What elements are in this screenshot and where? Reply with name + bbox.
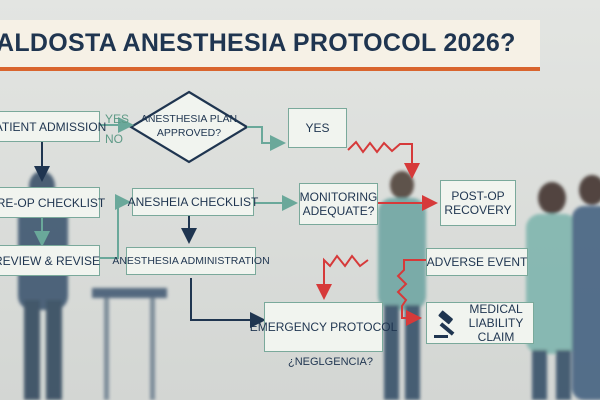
title-banner: ALDOSTA ANESTHESIA PROTOCOL 2026? [0, 20, 540, 70]
node-patient-admission: PATIENT ADMISSION [0, 111, 106, 142]
node-post-op-label: POST-OP RECOVERY [444, 189, 512, 217]
decision-diamond [128, 90, 250, 164]
node-anesthesia-checklist-label: ANESHEIA CHECKLIST [127, 195, 259, 209]
node-review-revise-label: REVIEW & REVISE [0, 253, 101, 268]
node-anesthesia-administration-label: ANESTHESIA ADMINISTRATION [112, 255, 270, 267]
background-person-right-1 [526, 182, 578, 400]
node-post-op: POST-OP RECOVERY [440, 180, 516, 226]
node-adverse-event: ADVERSE EVENT [426, 248, 528, 276]
connectors-navy [34, 142, 266, 328]
node-medical-liability-label: MEDICAL LIABILITY CLAIM [468, 302, 524, 344]
edge-label-no: NO [105, 132, 123, 146]
node-yes-label: YES [305, 121, 330, 135]
gavel-icon [432, 310, 462, 340]
title-underline [0, 67, 540, 71]
node-emergency-protocol: EMERGENCY PROTOCOL [250, 302, 397, 352]
connectors-red [316, 140, 438, 326]
background-person-center [378, 171, 426, 400]
node-anesthesia-checklist: ANESHEIA CHECKLIST [128, 188, 258, 216]
node-yes: YES [288, 108, 347, 148]
node-monitoring: MONITORING ADEQUATE? [299, 183, 378, 225]
node-pre-op-checklist-label: PRE-OP CHECKLIST [0, 195, 106, 210]
node-anesthesia-administration: ANESTHESIA ADMINISTRATION [112, 247, 270, 275]
edge-label-yes: YES [105, 112, 130, 126]
node-decision-label: ANESTHESIA PLAN APPROVED? [140, 113, 238, 139]
node-emergency-protocol-label: EMERGENCY PROTOCOL [249, 320, 398, 334]
background-table [92, 288, 167, 400]
page-title: ALDOSTA ANESTHESIA PROTOCOL 2026? [0, 29, 516, 57]
background-person-right-2 [572, 175, 600, 400]
connectors-teal [34, 117, 298, 259]
node-patient-admission-label: PATIENT ADMISSION [0, 119, 107, 134]
node-adverse-event-label: ADVERSE EVENT [426, 255, 528, 269]
node-review-revise: REVIEW & REVISE [0, 245, 100, 276]
node-pre-op-checklist: PRE-OP CHECKLIST [0, 187, 105, 218]
negligence-label: ¿NEGLGENCIA? [288, 356, 373, 368]
node-monitoring-label: MONITORING ADEQUATE? [299, 190, 378, 218]
